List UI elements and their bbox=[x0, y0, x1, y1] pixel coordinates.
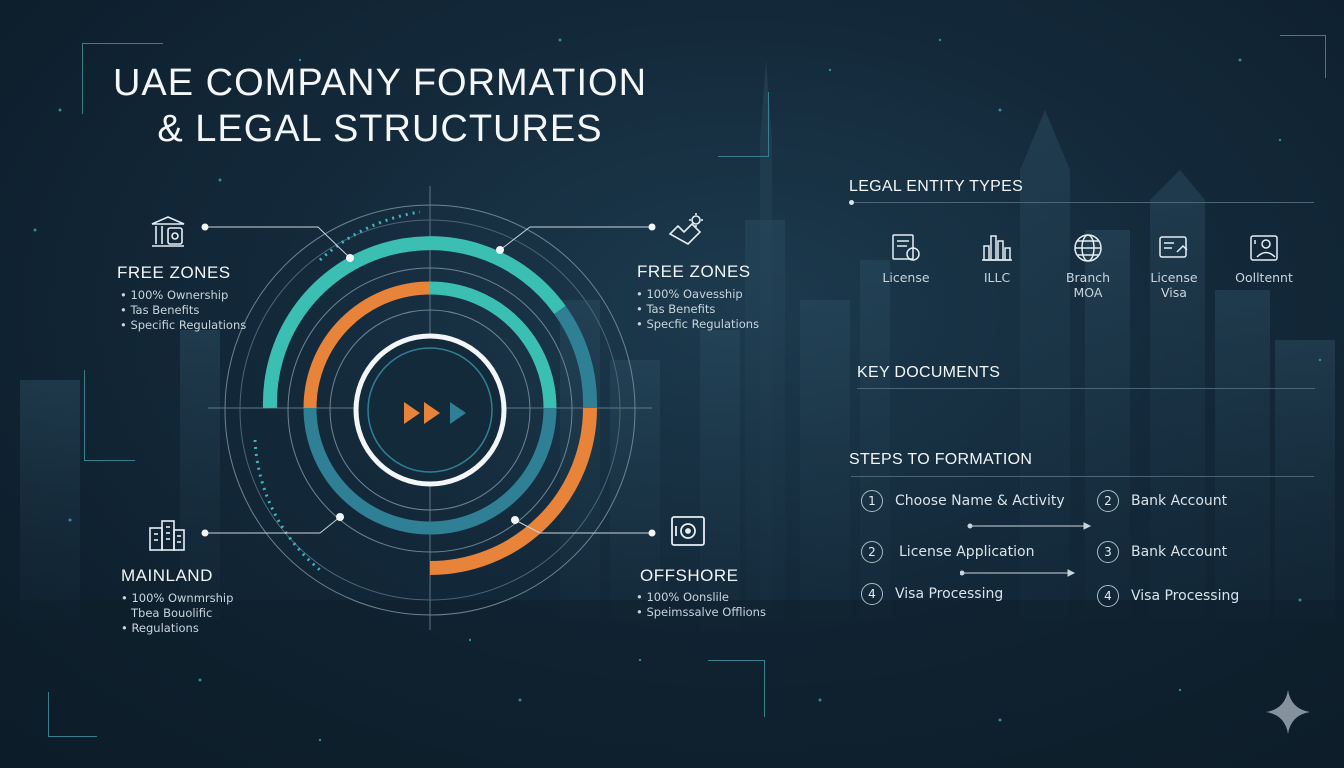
corner-frame bbox=[48, 692, 97, 737]
step-number: 4 bbox=[1097, 585, 1119, 607]
step-item: 3 Bank Account bbox=[1097, 541, 1227, 563]
blue-outer-arc bbox=[554, 305, 598, 409]
bullet-item: • Speimssalve Offlions bbox=[636, 605, 766, 619]
step-number: 1 bbox=[861, 490, 883, 512]
entity-type-illc: ILLC bbox=[957, 232, 1037, 285]
entity-type-label: License bbox=[882, 270, 930, 285]
segment-title-offshore: OFFSHORE bbox=[640, 566, 739, 585]
bullet-item: • Regulations bbox=[121, 621, 199, 635]
page-title: UAE COMPANY FORMATION & LEGAL STRUCTURES bbox=[100, 60, 660, 152]
section-divider bbox=[851, 476, 1314, 477]
segment-title-free-zones-right: FREE ZONES bbox=[637, 262, 751, 281]
connector-dots bbox=[201, 223, 656, 537]
connector-lines bbox=[205, 226, 652, 534]
bullet-item: • Tas Benefits bbox=[120, 303, 200, 317]
segment-title-mainland: MAINLAND bbox=[121, 566, 213, 585]
bullet-item: • Specfic Regulations bbox=[636, 317, 760, 331]
core-inner-ring bbox=[367, 347, 493, 473]
steps-to-formation-title: STEPS TO FORMATION bbox=[849, 451, 1033, 468]
section-divider bbox=[857, 388, 1315, 389]
step-arrows bbox=[960, 522, 1092, 577]
id-card-icon bbox=[1159, 236, 1188, 258]
step-number: 4 bbox=[861, 583, 883, 605]
dotted-arc bbox=[318, 210, 421, 262]
play-arrows-icon bbox=[404, 402, 466, 424]
bullet-item: Tbea Bouolific bbox=[131, 606, 213, 620]
step-item: 4 Visa Processing bbox=[861, 583, 1003, 605]
orange-inner-arc bbox=[303, 281, 431, 409]
step-item: 2 License Application bbox=[861, 541, 1034, 563]
segment-bullets-mainland: • 100% Ownmrship Tbea Bouolific • Regula… bbox=[121, 591, 233, 636]
segment-title-free-zones-left: FREE ZONES bbox=[117, 263, 231, 282]
circular-diagram bbox=[201, 186, 656, 630]
divider-dot bbox=[849, 200, 854, 205]
bullet-item: • 100% Ownmrship bbox=[121, 591, 234, 605]
entity-type-license: License bbox=[866, 232, 946, 285]
segment-bullets-offshore: • 100% Oonslile • Speimssalve Offlions bbox=[636, 590, 766, 620]
legal-entity-types-title: LEGAL ENTITY TYPES bbox=[849, 178, 1024, 195]
entity-type-label: Oolltennt bbox=[1235, 270, 1293, 285]
step-number: 3 bbox=[1097, 541, 1119, 563]
corner-frame bbox=[82, 43, 163, 114]
entity-type-label: License Visa bbox=[1150, 270, 1198, 300]
bullet-item: • Specific Regulations bbox=[120, 318, 247, 332]
globe-icon bbox=[1074, 234, 1102, 262]
corner-frame bbox=[1280, 35, 1326, 78]
entity-type-oolltennt: Oolltennt bbox=[1224, 232, 1304, 285]
section-divider bbox=[851, 202, 1314, 203]
bullet-item: • 100% Ownership bbox=[120, 288, 229, 302]
step-label: Visa Processing bbox=[1131, 588, 1240, 604]
step-item: 1 Choose Name & Activity bbox=[861, 490, 1065, 512]
step-item: 4 Visa Processing bbox=[1097, 585, 1239, 607]
corner-frame bbox=[84, 370, 135, 461]
step-label: Bank Account bbox=[1131, 493, 1228, 509]
bullet-item: • 100% Oavesship bbox=[636, 287, 743, 301]
step-label: Bank Account bbox=[1131, 544, 1228, 560]
sparkle-icon bbox=[1266, 690, 1310, 734]
person-card-icon bbox=[1250, 235, 1278, 261]
entity-type-branch-moa: Branch MOA bbox=[1048, 232, 1128, 300]
step-item: 2 Bank Account bbox=[1097, 490, 1227, 512]
corner-frame bbox=[708, 660, 765, 717]
teal-inner-arc bbox=[429, 281, 557, 409]
orange-outer-arc bbox=[429, 407, 597, 575]
step-label: License Application bbox=[899, 544, 1035, 560]
office-building-icon bbox=[149, 520, 185, 551]
corner-frame bbox=[718, 92, 769, 157]
step-number: 2 bbox=[1097, 490, 1119, 512]
bullet-item: • Tas Benefits bbox=[636, 302, 716, 316]
entity-type-label: ILLC bbox=[983, 270, 1011, 285]
step-label: Visa Processing bbox=[895, 586, 1004, 602]
middle-ring bbox=[287, 267, 573, 553]
step-number: 2 bbox=[861, 541, 883, 563]
government-building-icon bbox=[151, 216, 185, 247]
segment-bullets-free-zones-left: • 100% Ownership • Tas Benefits • Specif… bbox=[120, 288, 246, 333]
license-document-icon bbox=[892, 234, 920, 261]
gear-handshake-icon bbox=[668, 213, 703, 245]
outer-ring bbox=[224, 204, 636, 616]
entity-type-license-visa: License Visa bbox=[1134, 232, 1214, 300]
outer-ring-2 bbox=[239, 219, 621, 601]
title-line-2: & LEGAL STRUCTURES bbox=[157, 108, 603, 150]
blue-inner-arc bbox=[303, 407, 557, 535]
teal-outer-arc bbox=[262, 236, 566, 409]
dotted-arc bbox=[253, 439, 321, 572]
step-label: Choose Name & Activity bbox=[895, 493, 1065, 509]
title-line-1: UAE COMPANY FORMATION bbox=[112, 62, 648, 104]
bullet-item: • 100% Oonslile bbox=[636, 590, 729, 604]
segment-bullets-free-zones-right: • 100% Oavesship • Tas Benefits • Specfi… bbox=[636, 287, 759, 332]
city-bars-icon bbox=[982, 235, 1012, 261]
inner-thin-ring bbox=[329, 309, 531, 511]
key-documents-title: KEY DOCUMENTS bbox=[857, 364, 1001, 381]
entity-type-label: Branch MOA bbox=[1065, 270, 1111, 300]
safe-icon bbox=[671, 516, 705, 546]
